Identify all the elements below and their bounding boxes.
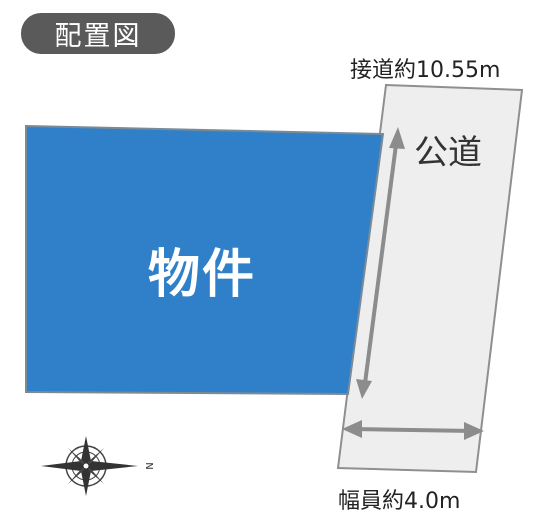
title-badge: 配置図 bbox=[21, 13, 175, 54]
width-arrowhead-left bbox=[342, 420, 362, 438]
frontage-arrowhead-bottom bbox=[356, 379, 372, 399]
frontage-arrowhead-top bbox=[389, 127, 405, 149]
width-arrowhead-right bbox=[464, 422, 484, 440]
property-label: 物件 bbox=[148, 245, 257, 305]
compass-icon bbox=[41, 436, 138, 496]
frontage-dimension-arrow bbox=[362, 136, 399, 392]
property-parcel bbox=[25, 124, 385, 396]
compass-north-label: N bbox=[143, 462, 154, 469]
frontage-label: 接道約10.55m bbox=[350, 58, 501, 83]
road-width-label: 幅員約4.0m bbox=[338, 489, 461, 514]
road-label: 公道 bbox=[414, 133, 482, 173]
road-width-dimension-arrow bbox=[351, 427, 475, 433]
